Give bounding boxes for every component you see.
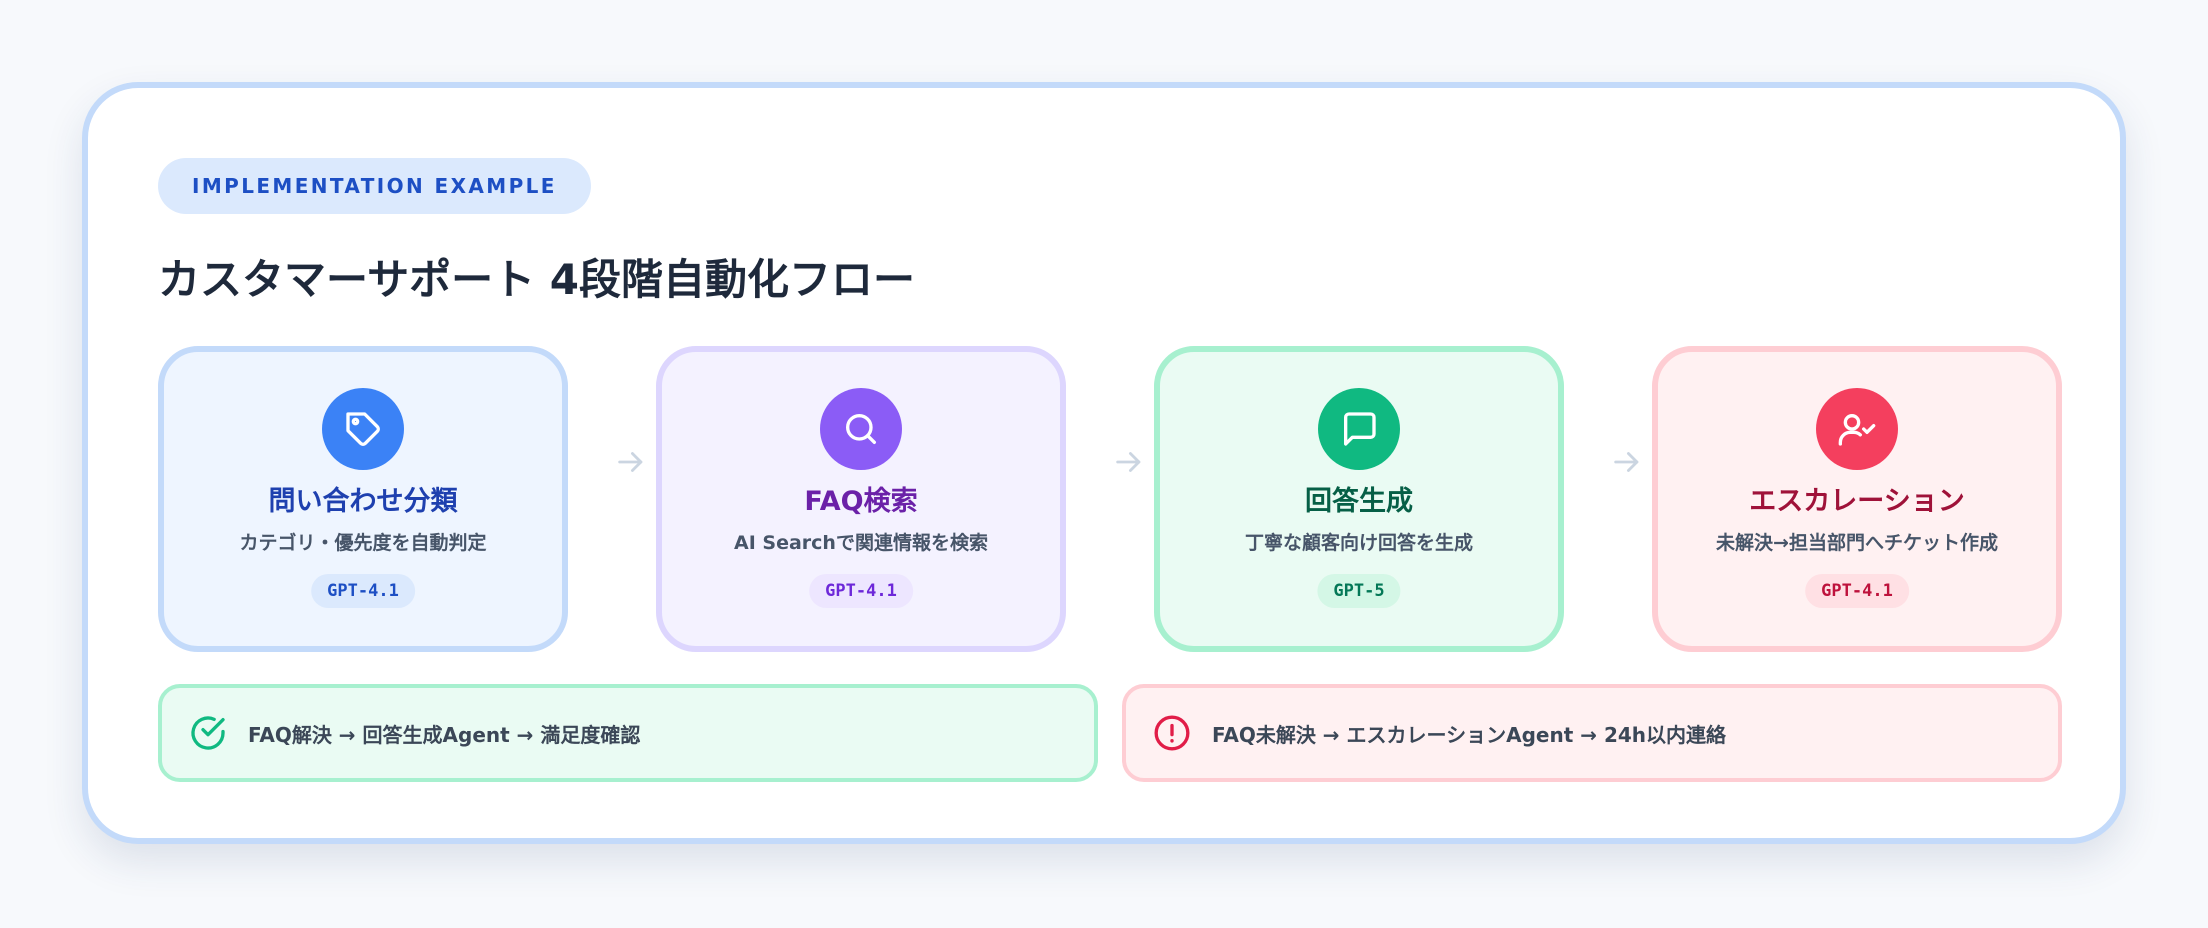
search-icon (820, 388, 902, 470)
tag-icon (322, 388, 404, 470)
step-description: AI Searchで関連情報を検索 (734, 532, 988, 554)
check-circle-icon (188, 713, 228, 753)
flow-steps: 問い合わせ分類 カテゴリ・優先度を自動判定 GPT-4.1 FAQ検索 AI S… (158, 346, 2062, 652)
model-badge: GPT-4.1 (809, 574, 913, 608)
model-badge: GPT-5 (1317, 574, 1401, 608)
step-description: カテゴリ・優先度を自動判定 (239, 532, 487, 554)
step-card-faq-search: FAQ検索 AI Searchで関連情報を検索 GPT-4.1 (656, 346, 1066, 652)
step-description: 丁寧な顧客向け回答を生成 (1244, 532, 1473, 554)
flow-card: IMPLEMENTATION EXAMPLE カスタマーサポート 4段階自動化フ… (82, 82, 2126, 844)
arrow-right-icon (1582, 432, 1672, 492)
arrow-right-icon (1084, 432, 1174, 492)
outcome-text: FAQ未解決 → エスカレーションAgent → 24h以内連絡 (1212, 722, 1727, 747)
chat-icon (1318, 388, 1400, 470)
outcome-faq-unresolved: FAQ未解決 → エスカレーションAgent → 24h以内連絡 (1122, 684, 2062, 782)
eyebrow-badge: IMPLEMENTATION EXAMPLE (158, 158, 591, 214)
step-description: 未解決→担当部門へチケット作成 (1716, 532, 1998, 554)
user-check-icon (1816, 388, 1898, 470)
step-title: 問い合わせ分類 (268, 486, 458, 517)
arrow-right-icon (586, 432, 676, 492)
page-title: カスタマーサポート 4段階自動化フロー (158, 255, 916, 304)
model-badge: GPT-4.1 (311, 574, 415, 608)
step-card-classification: 問い合わせ分類 カテゴリ・優先度を自動判定 GPT-4.1 (158, 346, 568, 652)
step-title: エスカレーション (1749, 486, 1965, 517)
step-title: FAQ検索 (804, 486, 918, 517)
alert-circle-icon (1152, 713, 1192, 753)
step-title: 回答生成 (1305, 486, 1413, 517)
model-badge: GPT-4.1 (1805, 574, 1909, 608)
outcome-text: FAQ解決 → 回答生成Agent → 満足度確認 (248, 722, 641, 747)
step-card-answer-generation: 回答生成 丁寧な顧客向け回答を生成 GPT-5 (1154, 346, 1564, 652)
step-card-escalation: エスカレーション 未解決→担当部門へチケット作成 GPT-4.1 (1652, 346, 2062, 652)
outcome-faq-resolved: FAQ解決 → 回答生成Agent → 満足度確認 (158, 684, 1098, 782)
